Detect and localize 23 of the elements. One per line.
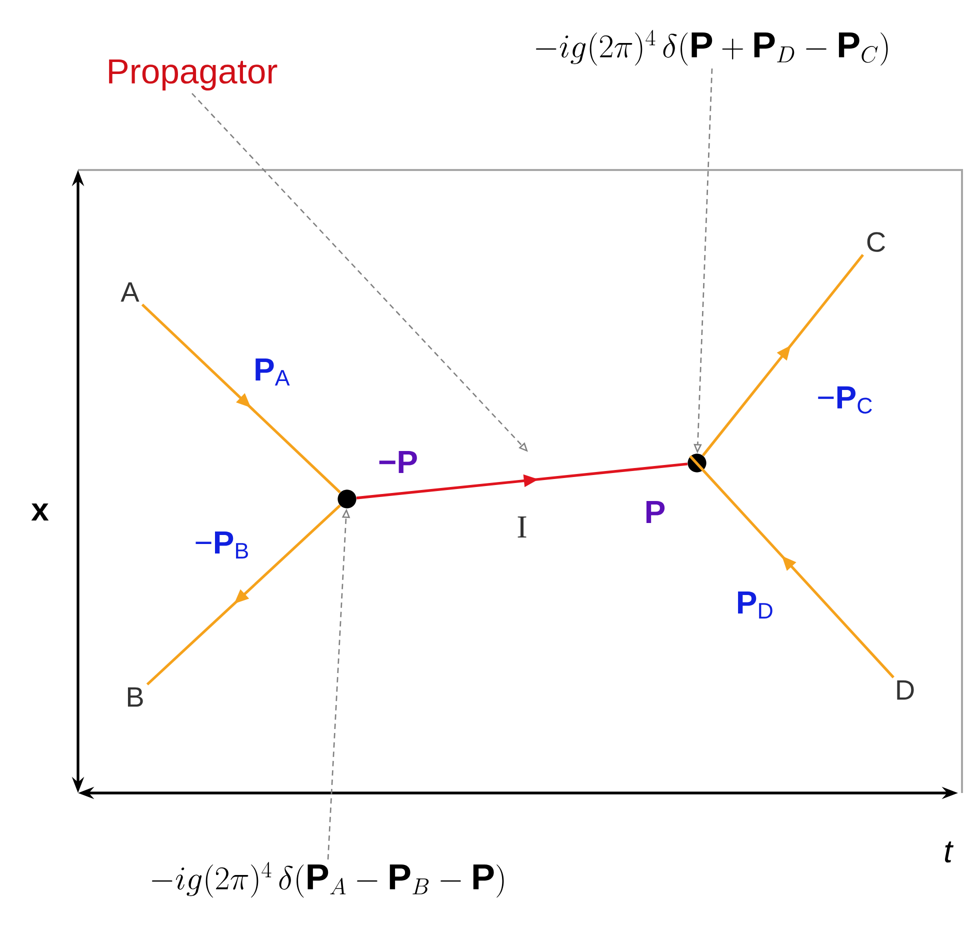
axis-label: t (945, 842, 954, 862)
momentum-label: −P (379, 450, 417, 473)
particle-line (702, 254, 864, 456)
vertex-dot (338, 490, 356, 508)
edge-label: P$_{D}$ (738, 591, 772, 618)
particle-line (141, 304, 341, 494)
edge-label: −P$_{C}$ (818, 386, 872, 414)
edge-label: P$_{A}$ (256, 358, 290, 386)
propagator-line (356, 462, 688, 500)
particle-line (689, 455, 894, 678)
edge-label: I (518, 516, 526, 538)
particle-label: B (128, 687, 143, 707)
particle-label: A (120, 282, 140, 302)
particle-label: D (897, 680, 914, 700)
particle-label: C (867, 232, 886, 252)
vertex-formula: $-ig(2\pi)^4\,\delta(\mathbf{P}+\mathbf{P}_D-\mathbf{P}_C)$ (536, 30, 888, 66)
vertex-dot (688, 454, 706, 472)
particle-line (146, 504, 341, 686)
edge-label: −P$_{B}$ (196, 531, 248, 558)
momentum-label: P (646, 500, 665, 523)
axis-label: x (31, 504, 49, 520)
vertex-formula: $-ig(2\pi)^4\,\delta(\mathbf{P}_A-\mathbf{P}_B-\mathbf{P})$ (152, 862, 504, 898)
callout-text: Propagator (109, 59, 278, 90)
